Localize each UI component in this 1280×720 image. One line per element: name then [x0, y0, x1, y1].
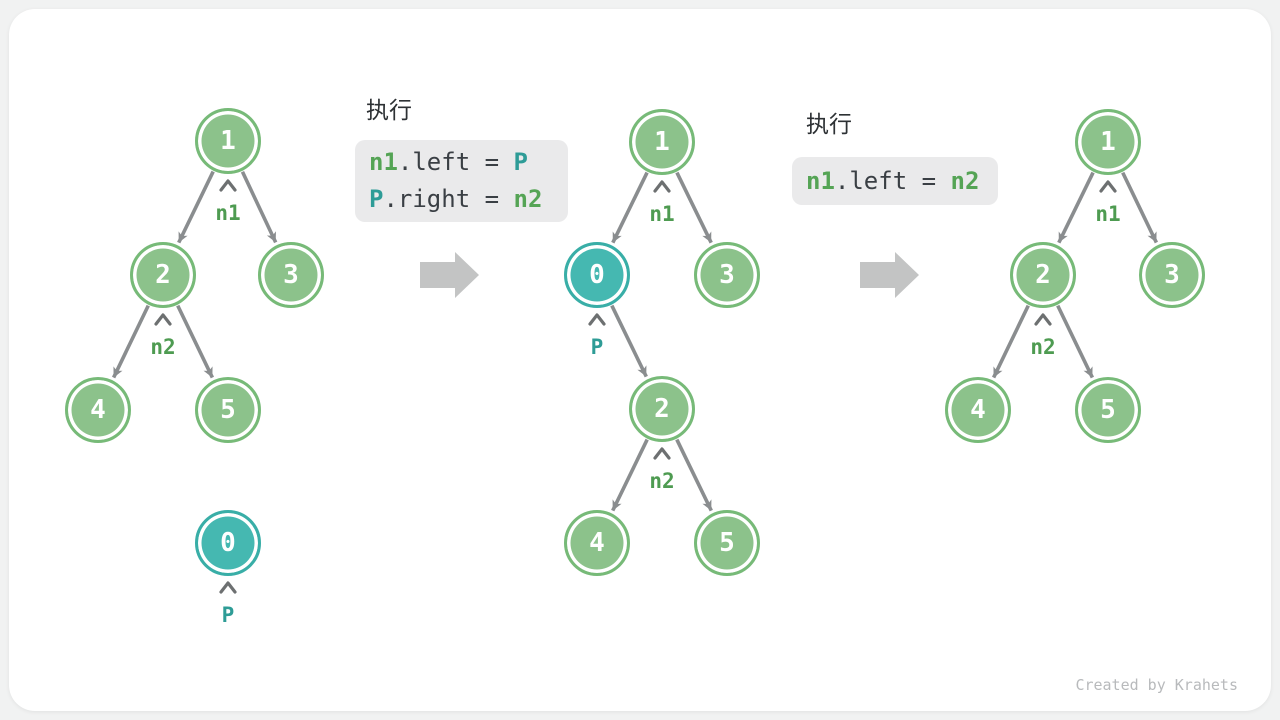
- node-value: 5: [719, 528, 735, 558]
- node-3: 3: [694, 242, 760, 308]
- pointer-label-n1: n1: [649, 202, 675, 226]
- code-identifier: n1: [369, 148, 398, 176]
- code-token: .left =: [834, 166, 951, 195]
- node-value: 4: [90, 395, 106, 425]
- code-line: n1.left = n2: [792, 163, 998, 200]
- pointer-label-P: P: [221, 603, 235, 627]
- node-0: 0: [564, 242, 630, 308]
- node-0: 0: [195, 510, 261, 576]
- node-value: 3: [283, 260, 299, 290]
- pointer-label-n1: n1: [215, 201, 241, 225]
- node-value: 4: [589, 528, 605, 558]
- node-value: 1: [654, 127, 670, 157]
- node-value: 0: [589, 260, 605, 290]
- node-value: 5: [1100, 395, 1116, 425]
- code-block-title: 执行: [366, 98, 412, 124]
- pointer-label-n2: n2: [150, 335, 176, 359]
- node-value: 4: [970, 395, 986, 425]
- code-line: n1.left = P: [355, 144, 568, 181]
- node-value: 1: [1100, 127, 1116, 157]
- node-value: 1: [220, 126, 236, 156]
- node-3: 3: [258, 242, 324, 308]
- node-2: 2: [130, 242, 196, 308]
- node-1: 1: [1075, 109, 1141, 175]
- code-identifier: n2: [950, 166, 980, 195]
- node-3: 3: [1139, 242, 1205, 308]
- node-5: 5: [1075, 377, 1141, 443]
- background-card: [9, 9, 1271, 711]
- code-block-title: 执行: [806, 112, 852, 138]
- node-value: 5: [220, 395, 236, 425]
- code-token: .right =: [383, 185, 514, 213]
- node-value: 2: [155, 260, 171, 290]
- code-identifier: n2: [513, 185, 543, 213]
- code-token: .left =: [397, 148, 514, 176]
- pointer-label-n2: n2: [1030, 335, 1056, 359]
- node-value: 3: [719, 260, 735, 290]
- node-5: 5: [195, 377, 261, 443]
- code-line: P.right = n2: [355, 181, 568, 218]
- code-block: n1.left = n2: [792, 157, 998, 205]
- node-value: 2: [654, 394, 670, 424]
- node-1: 1: [629, 109, 695, 175]
- node-4: 4: [65, 377, 131, 443]
- node-5: 5: [694, 510, 760, 576]
- pointer-label-P: P: [590, 335, 604, 359]
- node-1: 1: [195, 108, 261, 174]
- node-2: 2: [629, 376, 695, 442]
- node-2: 2: [1010, 242, 1076, 308]
- node-4: 4: [945, 377, 1011, 443]
- pointer-label-n1: n1: [1095, 202, 1121, 226]
- watermark-credit: Created by Krahets: [1075, 676, 1238, 694]
- node-value: 0: [220, 528, 236, 558]
- code-identifier: P: [369, 185, 384, 213]
- pointer-label-n2: n2: [649, 469, 675, 493]
- node-value: 2: [1035, 260, 1051, 290]
- node-value: 3: [1164, 260, 1180, 290]
- code-identifier: n1: [806, 166, 835, 195]
- node-4: 4: [564, 510, 630, 576]
- code-identifier: P: [513, 148, 528, 176]
